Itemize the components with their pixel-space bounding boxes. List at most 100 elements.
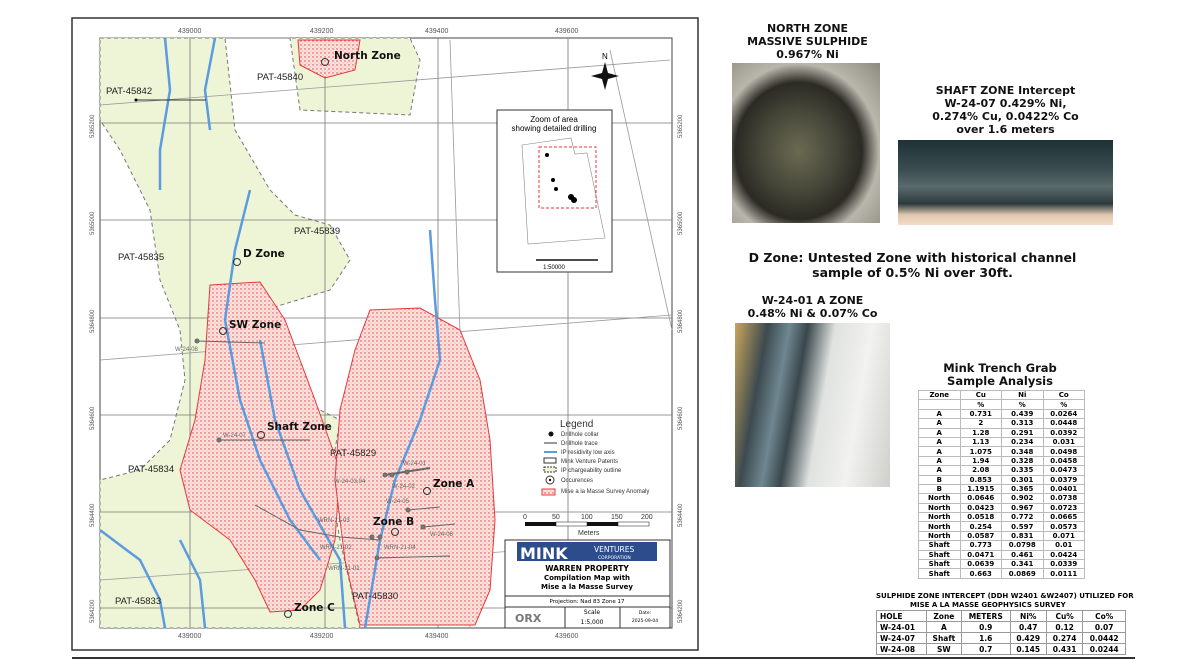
logo: MINK <box>520 544 568 563</box>
northing-tick: 5364200 <box>90 599 96 623</box>
svg-text:0: 0 <box>523 514 527 521</box>
table-cell: Shaft <box>918 549 961 561</box>
drillhole-label: WRN-21-04 <box>384 545 416 551</box>
svg-text:Mise a la Masse Survey: Mise a la Masse Survey <box>541 583 633 591</box>
table-cell: North <box>918 521 961 532</box>
zone-label: D Zone <box>243 248 285 260</box>
drillhole-label: WRN-21-01 <box>328 566 360 572</box>
table-cell: 0.0458 <box>1042 455 1085 467</box>
table-cell: W-24-08 <box>876 643 927 655</box>
table-cell: B <box>918 474 961 485</box>
easting-tick: 439400 <box>425 28 448 35</box>
northing-tick: 5364600 <box>678 406 684 430</box>
zone-label: Zone A <box>433 478 475 490</box>
easting-tick: 439400 <box>425 633 448 640</box>
drillhole-label: WRN-21-03 <box>318 518 350 524</box>
table-cell: 0.07 <box>1082 621 1126 633</box>
svg-text:Scale: Scale <box>584 609 600 616</box>
svg-text:150: 150 <box>611 514 623 521</box>
svg-text:Meters: Meters <box>578 530 600 537</box>
easting-tick: 439200 <box>310 633 333 640</box>
easting-tick: 439000 <box>178 28 201 35</box>
table-cell: 0.365 <box>1001 483 1044 495</box>
table-cell: SW <box>925 643 962 655</box>
patent-label: PAT-45839 <box>294 226 340 237</box>
patent-label: PAT-45830 <box>352 591 398 602</box>
patent-label: PAT-45835 <box>118 252 164 263</box>
shaft-core-photo <box>898 140 1113 225</box>
table-cell: 1.28 <box>959 427 1002 438</box>
drillhole-label: W-24-01 <box>403 461 427 467</box>
table-cell <box>918 399 961 410</box>
table-cell: 0.0738 <box>1042 493 1085 504</box>
easting-tick: 439200 <box>310 28 333 35</box>
table-cell: 0.031 <box>1042 436 1085 448</box>
intercept-subtitle: MISE A LA MASSE GEOPHYSICS SURVEY <box>910 601 1066 609</box>
drillhole-label: W-24-08 <box>175 347 199 353</box>
table-cell: 0.831 <box>1001 530 1044 542</box>
table-cell: 0.0471 <box>959 549 1002 561</box>
table-cell: 0.0401 <box>1042 483 1085 495</box>
north-arrow: N <box>591 52 619 90</box>
table-cell: 0.234 <box>1001 436 1044 448</box>
table-cell: 0.348 <box>1001 446 1044 457</box>
d-zone-caption: D Zone: Untested Zone with historical ch… <box>748 250 1077 280</box>
table-cell: Shaft <box>918 540 961 551</box>
table-cell: % <box>959 399 1002 410</box>
northing-tick: 5364200 <box>678 599 684 623</box>
table-cell: 0.0264 <box>1042 408 1085 420</box>
svg-text:Projection: Nad 83 Zone 17: Projection: Nad 83 Zone 17 <box>549 599 625 605</box>
table-cell: Ni <box>1001 389 1044 401</box>
table-cell: 2 <box>959 418 1002 429</box>
legend: Legend Drillhole collar Drillhole trace … <box>541 419 649 496</box>
table-cell: % <box>1042 399 1085 410</box>
table-cell: 0.0869 <box>1001 568 1044 579</box>
table-cell: 0.461 <box>1001 549 1044 561</box>
zone-label: North Zone <box>334 50 401 62</box>
svg-text:IP chargeability outline: IP chargeability outline <box>561 468 622 474</box>
table-cell: 0.341 <box>1001 559 1044 570</box>
svg-text:Compilation Map with: Compilation Map with <box>544 574 630 582</box>
svg-text:Occurences: Occurences <box>561 478 593 484</box>
table-cell: 0.431 <box>1045 643 1084 655</box>
svg-text:100: 100 <box>581 514 593 521</box>
easting-tick: 439600 <box>555 633 578 640</box>
table-cell: A <box>918 436 961 448</box>
table-cell: 0.0448 <box>1042 418 1085 429</box>
svg-text:50: 50 <box>552 514 560 521</box>
table-cell: 0.0339 <box>1042 559 1085 570</box>
table-cell: HOLE <box>876 610 927 622</box>
table-cell: 0.772 <box>1001 512 1044 523</box>
svg-text:Drillhole trace: Drillhole trace <box>561 441 598 447</box>
svg-text:CORPORATION: CORPORATION <box>598 555 631 561</box>
table-cell: 0.597 <box>1001 521 1044 532</box>
zone-label: Zone C <box>294 602 335 614</box>
drillhole-label: W-24-06 <box>430 532 454 538</box>
svg-text:Mise a la Masse Survey Anomaly: Mise a la Masse Survey Anomaly <box>561 489 649 495</box>
table-cell: 0.7 <box>960 643 1011 655</box>
table-cell: 1.94 <box>959 455 1002 467</box>
svg-text:Mink Venture Patents: Mink Venture Patents <box>561 459 618 465</box>
svg-text:1:5,000: 1:5,000 <box>580 619 603 626</box>
svg-text:VENTURES: VENTURES <box>594 545 635 554</box>
table-cell: 0.335 <box>1001 465 1044 476</box>
table-cell: 0.301 <box>1001 474 1044 485</box>
svg-text:Drillhole collar: Drillhole collar <box>561 432 599 438</box>
drillhole-label: W-24-02 <box>392 484 416 490</box>
drillhole-label: W-24-07 <box>223 433 247 439</box>
table-cell: 0.0639 <box>959 559 1002 570</box>
table-cell: A <box>918 465 961 476</box>
